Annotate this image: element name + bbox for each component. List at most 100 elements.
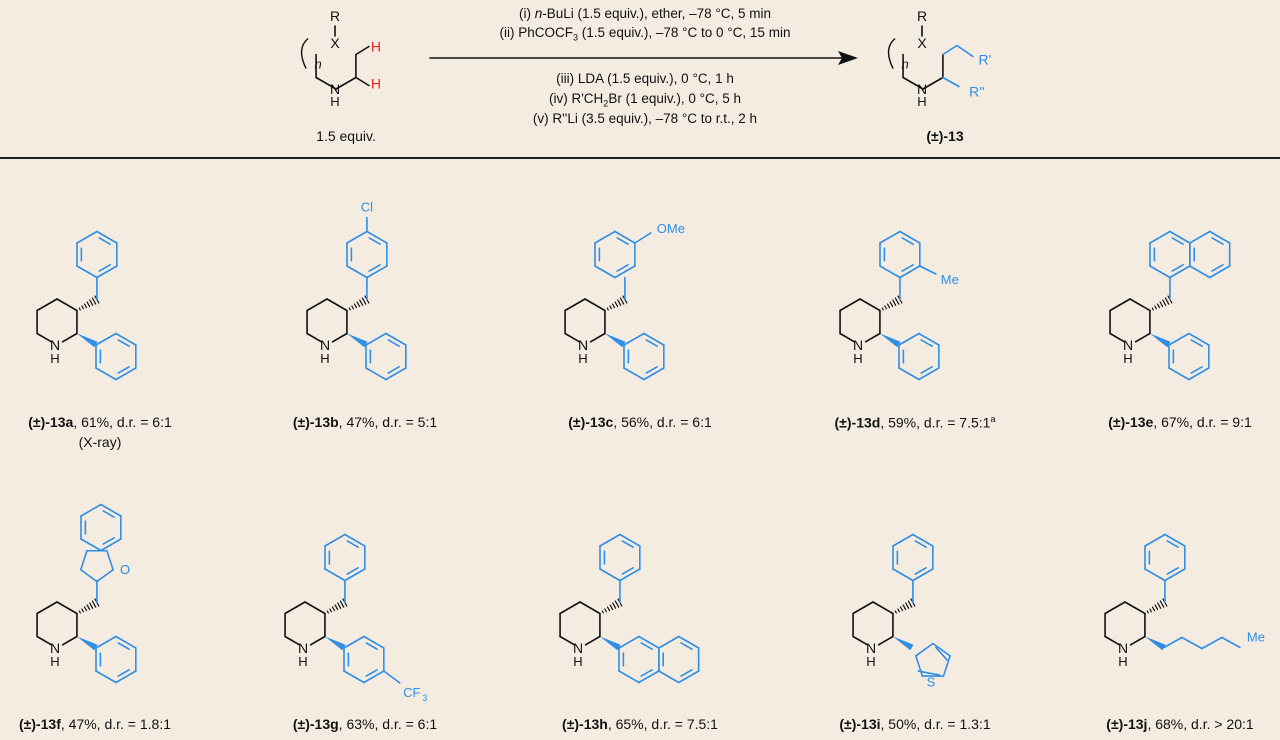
product-13c-phenyl-ring [645, 339, 658, 347]
product-13e-phenyl-ring [1188, 367, 1210, 381]
caption-13h: (±)-13h, 65%, d.r. = 7.5:1 [562, 716, 718, 732]
product-13e-piperidine [1109, 298, 1131, 312]
product-13i-benzyl-ring [912, 533, 934, 547]
product-13d-tolyl-ring [901, 237, 914, 245]
product-13g-hashed-bond [339, 600, 345, 608]
product-13i-piperidine [877, 635, 894, 646]
product-13j-hashed-bond [1149, 608, 1152, 613]
product-13i-hashed-bond [902, 604, 907, 611]
product-13e-piperidine [1134, 332, 1151, 343]
product-13g-aryl-ring [365, 642, 378, 650]
product-ch2-bond [956, 44, 974, 58]
product-13e-hashed-bond [1156, 303, 1161, 309]
product-13j-piperidine [1104, 601, 1126, 615]
product-13a-benzyl-ring [96, 230, 118, 244]
product-13a-piperidine-N: N [50, 337, 60, 353]
product-13b-hashed-bond [361, 297, 367, 305]
caption-13i: (±)-13i, 50%, d.r. = 1.3:1 [839, 716, 991, 732]
product-13d-wedge-bond [879, 333, 901, 348]
product-13f-hashed-bond [78, 610, 81, 614]
product-13i-piperidine-H: H [866, 654, 875, 669]
product-13e-piperidine [1129, 298, 1151, 312]
product-13e-hashed-bond [1154, 305, 1157, 310]
product-13e-hashed-bond [1164, 297, 1170, 305]
product-13i-hashed-bond [897, 608, 900, 613]
product-13b-hashed-bond [348, 307, 351, 311]
product-13i-benzyl-ring [892, 533, 914, 547]
product-13f-benzo-ring [80, 503, 102, 517]
product-13g-piperidine [304, 601, 326, 615]
product-13g-cf3-sub: 3 [422, 693, 427, 703]
product-13h-naphthyl-ring-a [618, 670, 640, 684]
product-13i-benzyl-ring [914, 540, 927, 548]
product-n-label: n [901, 57, 908, 72]
product-13e-phenyl-ring [1168, 367, 1190, 381]
product-13d-hashed-bond [892, 299, 897, 306]
product-13j-hashed-bond [1146, 610, 1149, 614]
product-13i-thiophene-ring [942, 655, 951, 677]
product-NH: H [917, 94, 926, 109]
caption-13f: (±)-13f, 47%, d.r. = 1.8:1 [18, 716, 172, 732]
product-13d-tolyl-ring [899, 265, 921, 279]
product-13g-hashed-bond [331, 606, 336, 612]
reactant-n-label: n [314, 57, 321, 72]
product-13d-phenyl-ring [918, 332, 940, 346]
product-13b-chlorophenyl-ring [346, 230, 368, 244]
product-13a-hashed-bond [81, 305, 84, 310]
product-13e-phenyl-ring [1188, 332, 1210, 346]
product-13c-phenyl-ring [643, 367, 665, 381]
condition-iii: (iii) LDA (1.5 equiv.), 0 °C, 1 h [556, 71, 734, 86]
product-13b-cl-label: Cl [361, 200, 373, 215]
product-13d-me-label: Me [941, 272, 959, 287]
product-13c-phenyl-ring [623, 367, 645, 381]
product-13g-piperidine [309, 635, 326, 646]
section-divider [0, 157, 1280, 159]
product-13j-hashed-bond [1151, 606, 1156, 612]
product-13h-benzyl-ring [619, 568, 641, 582]
product-13h-piperidine [559, 601, 581, 615]
product-13e-naphthyl-ring-b [1211, 264, 1224, 272]
product-13e-piperidine-N: N [1123, 337, 1133, 353]
product-13h-hashed-bond [604, 608, 607, 613]
product-13i-piperidine [852, 635, 869, 646]
product-13d-tolyl-ring [901, 264, 914, 272]
product-13c-hashed-bond [606, 307, 609, 311]
product-X: X [917, 35, 927, 51]
product-13g-piperidine-H: H [298, 654, 307, 669]
product-R: R [917, 8, 927, 24]
product-13c-hashed-bond [619, 297, 625, 305]
product-13f-piperidine [36, 601, 58, 615]
product-13h-naphthyl-ring-b [677, 635, 700, 649]
product-13c-phenyl-ring [623, 332, 645, 346]
reactant-R: R [330, 8, 340, 24]
product-13h-hashed-bond [601, 610, 604, 614]
product-13h-benzyl-ring [619, 533, 641, 547]
product-13f-benzo-ring [102, 537, 115, 545]
product-13e-phenyl-ring [1190, 366, 1203, 374]
product-13g-hashed-bond [337, 602, 342, 609]
product-13j-piperidine [1129, 635, 1146, 646]
product-13j-butyl-chain [1181, 636, 1203, 650]
reactant-H-red-1: H [371, 39, 381, 55]
product-13g-aryl-ring [343, 670, 365, 684]
product-13c-methoxyphenyl-ring [594, 265, 616, 279]
product-N: N [917, 81, 927, 97]
product-13h-naphthyl-ring-b [680, 669, 693, 677]
product-13i-piperidine-N: N [866, 640, 876, 656]
product-13c-methoxyphenyl-ring [614, 265, 636, 279]
product-13i-sulfur-label: S [927, 675, 936, 690]
product-13a-wedge-bond [76, 333, 98, 348]
product-13i-thiophene-ring [914, 655, 924, 677]
product-13j-piperidine-H: H [1118, 654, 1127, 669]
product-13e-naphthyl-ring-b [1189, 265, 1211, 279]
product-13g-benzyl-ring [344, 568, 366, 582]
product-13h-naphthyl-ring-b [680, 642, 693, 650]
product-13a-piperidine [61, 332, 78, 343]
product-13h-piperidine-N: N [573, 640, 583, 656]
product-13h-piperidine [584, 635, 601, 646]
product-13f-piperidine [61, 635, 78, 646]
product-13f-benzo-ring [100, 503, 122, 517]
product-13g-hashed-bond [334, 604, 339, 611]
product-13e-naphthyl-ring-a [1169, 230, 1191, 244]
